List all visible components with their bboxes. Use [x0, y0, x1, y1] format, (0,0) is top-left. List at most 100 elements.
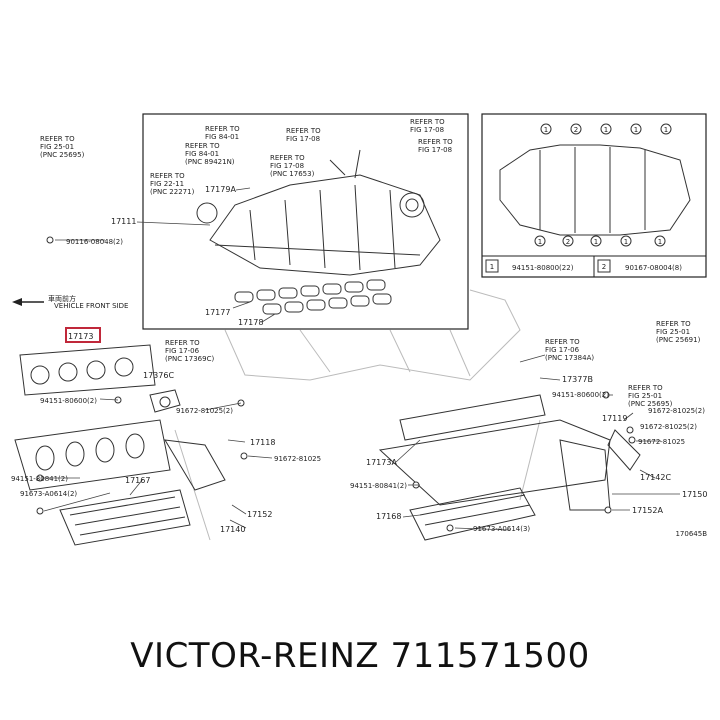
vehicle-front-arrow: 車両前方 VEHICLE FRONT SIDE — [12, 294, 128, 310]
part-17376c: 17376C — [143, 371, 174, 380]
svg-text:FIG 25-01: FIG 25-01 — [40, 143, 74, 151]
stud-bolts — [36, 236, 636, 532]
svg-text:FIG 17-08: FIG 17-08 — [418, 146, 452, 154]
heat-shield-left — [59, 489, 191, 546]
gasket-pair-17177 — [234, 279, 392, 315]
svg-text:REFER TO: REFER TO — [656, 320, 691, 328]
svg-text:FIG 84-01: FIG 84-01 — [205, 133, 239, 141]
svg-text:FIG 17-08: FIG 17-08 — [410, 126, 444, 134]
svg-text:REFER TO: REFER TO — [410, 118, 445, 126]
svg-text:(PNC 17369C): (PNC 17369C) — [165, 355, 214, 363]
svg-text:1: 1 — [658, 238, 662, 246]
svg-text:(PNC 22271): (PNC 22271) — [150, 188, 195, 196]
part-17111: 17111 — [111, 217, 136, 226]
part-17177: 17177 — [205, 308, 230, 317]
heat-shield-right — [409, 487, 536, 541]
svg-text:1: 1 — [624, 238, 628, 246]
intake-manifold-drawing — [209, 149, 441, 276]
bolt-pattern-drawing — [499, 144, 691, 236]
part-17142c: 17142C — [640, 473, 671, 482]
svg-text:(PNC 25695): (PNC 25695) — [628, 400, 673, 408]
exploded-parts-diagram: 1 2 1 1 1 1 2 1 1 1 1 2 94151-80800(22) … — [11, 113, 707, 546]
refer-block-top-left: REFER TO FIG 25-01 (PNC 25695) — [40, 135, 85, 159]
bolt-91672-81025-mid: 91672-81025 — [274, 455, 321, 463]
svg-text:REFER TO: REFER TO — [40, 135, 75, 143]
refer-block-84-01-b: REFER TO FIG 84-01 (PNC 89421N) — [185, 142, 235, 166]
svg-text:1: 1 — [604, 126, 608, 134]
refer-block-17-08-d: REFER TO FIG 17-08 — [418, 138, 453, 154]
intake-manifold-frame — [142, 113, 469, 330]
refer-block-17-06-right: REFER TO FIG 17-06 (PNC 17384A) — [545, 338, 594, 362]
refer-block-25-01-r1: REFER TO FIG 25-01 (PNC 25691) — [656, 320, 701, 344]
bolt-94151-80600-right: 94151-80600(2) — [552, 391, 609, 399]
svg-text:FIG 17-06: FIG 17-06 — [545, 346, 580, 354]
legend-box-1 — [485, 259, 499, 273]
svg-text:FIG 22-11: FIG 22-11 — [150, 180, 184, 188]
bolt-91673-a0614-left: 91673-A0614(2) — [20, 490, 77, 498]
exhaust-gasket-left — [19, 344, 156, 396]
svg-text:1: 1 — [594, 238, 598, 246]
svg-text:REFER TO: REFER TO — [185, 142, 220, 150]
part-17173a: 17173A — [366, 458, 397, 467]
svg-text:(PNC 25691): (PNC 25691) — [656, 336, 701, 344]
svg-text:FIG 17-08: FIG 17-08 — [270, 162, 304, 170]
bolt-94151-80841-left: 94151-80841(2) — [11, 475, 68, 483]
leader-lines — [43, 187, 680, 531]
refer-block-84-01-a: REFER TO FIG 84-01 — [205, 125, 240, 141]
bracket-17142c — [607, 429, 641, 471]
svg-text:(PNC 25695): (PNC 25695) — [40, 151, 85, 159]
front-arrow-text: 車両前方 — [48, 294, 76, 303]
svg-text:1: 1 — [634, 126, 638, 134]
svg-text:FIG 25-01: FIG 25-01 — [656, 328, 690, 336]
bolt-94151-80841-right: 94151-80841(2) — [350, 482, 407, 490]
svg-text:REFER TO: REFER TO — [150, 172, 185, 180]
part-17173: 17173 — [68, 332, 93, 341]
part-17178: 17178 — [238, 318, 263, 327]
bolt-91673-a0614-right: 91673-A0614(3) — [473, 525, 530, 533]
svg-text:2: 2 — [566, 238, 570, 246]
highlight-part-17173 — [65, 327, 101, 343]
diagram-id: 170645B — [675, 530, 707, 538]
svg-text:1: 1 — [664, 126, 668, 134]
legend-box-2 — [597, 259, 611, 273]
front-label: VEHICLE FRONT SIDE — [54, 302, 128, 310]
svg-text:REFER TO: REFER TO — [270, 154, 305, 162]
o-ring-17179a — [196, 202, 218, 224]
svg-text:REFER TO: REFER TO — [286, 127, 321, 135]
svg-text:REFER TO: REFER TO — [418, 138, 453, 146]
exhaust-manifold-right — [378, 419, 611, 511]
legend-part-1: 94151-80800(22) — [512, 264, 574, 272]
svg-text:(PNC 17384A): (PNC 17384A) — [545, 354, 594, 362]
svg-text:REFER TO: REFER TO — [545, 338, 580, 346]
svg-text:REFER TO: REFER TO — [205, 125, 240, 133]
svg-text:1: 1 — [544, 126, 548, 134]
bolt-callout-bottom: 1 2 1 1 1 — [534, 235, 666, 247]
svg-text:(PNC 17653): (PNC 17653) — [270, 170, 315, 178]
part-17140: 17140 — [220, 525, 245, 534]
svg-text:FIG 84-01: FIG 84-01 — [185, 150, 219, 158]
svg-text:(PNC 89421N): (PNC 89421N) — [185, 158, 235, 166]
svg-text:FIG 17-08: FIG 17-08 — [286, 135, 320, 143]
svg-text:2: 2 — [574, 126, 578, 134]
bolt-91672-81025-r1: 91672-81025(2) — [640, 423, 697, 431]
legend-part-2: 90167-08004(8) — [625, 264, 682, 272]
part-17167: 17167 — [125, 476, 150, 485]
part-17168: 17168 — [376, 512, 401, 521]
refer-block-17-08-b: REFER TO FIG 17-08 (PNC 17653) — [270, 154, 315, 178]
bolt-90116-08048: 90116-08048(2) — [66, 238, 123, 246]
part-17152a: 17152A — [632, 506, 663, 515]
part-17119: 17119 — [602, 414, 627, 423]
bolt-91672-81025-r3: 91672-81025(2) — [648, 407, 705, 415]
bolt-91672-81025-r2: 91672-81025 — [638, 438, 685, 446]
legend-num-1: 1 — [490, 263, 494, 271]
svg-text:REFER TO: REFER TO — [165, 339, 200, 347]
part-17377b: 17377B — [562, 375, 593, 384]
exhaust-manifold-left — [14, 419, 226, 491]
refer-block-17-08-a: REFER TO FIG 17-08 — [286, 127, 321, 143]
part-17152: 17152 — [247, 510, 272, 519]
svg-text:REFER TO: REFER TO — [628, 384, 663, 392]
bolt-91672-81025-left: 91672-81025(2) — [176, 407, 233, 415]
svg-text:1: 1 — [538, 238, 542, 246]
bolt-pattern-frame — [481, 113, 707, 278]
